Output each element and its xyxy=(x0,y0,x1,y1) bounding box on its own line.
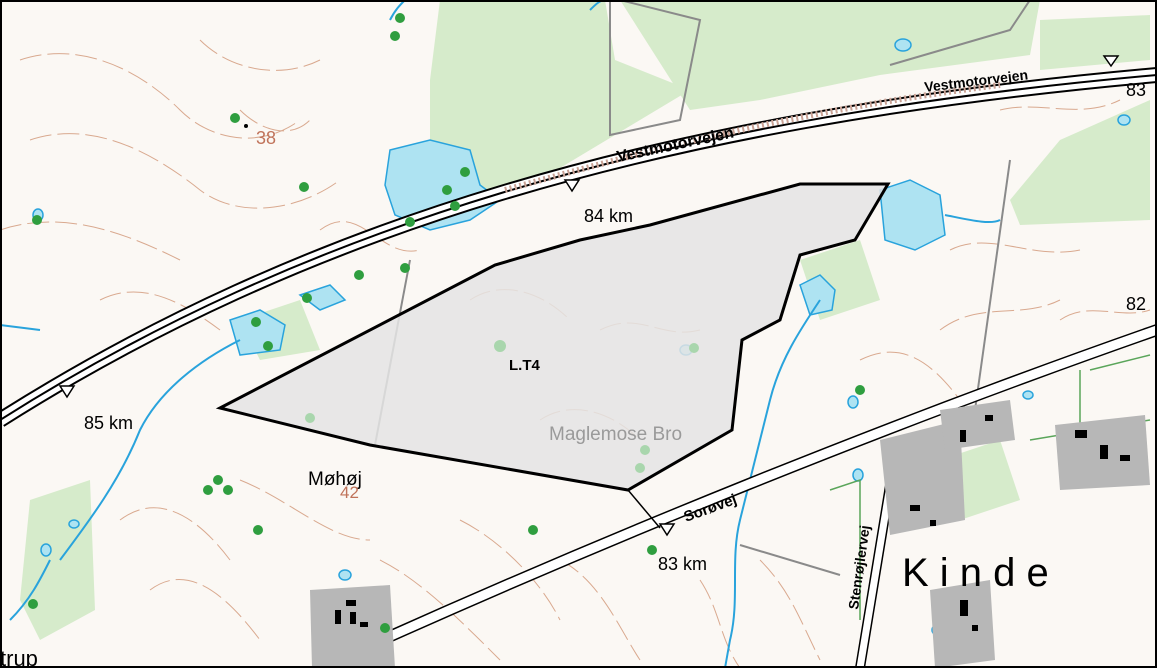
forest-areas xyxy=(20,0,1150,640)
water-areas xyxy=(32,38,1131,637)
km-label-83: 83 km xyxy=(658,554,707,574)
elevation-label-42: 42 xyxy=(340,483,359,502)
house-marks xyxy=(335,415,1130,631)
motorway xyxy=(0,67,1157,427)
km-label-85: 85 km xyxy=(84,413,133,433)
place-label-trup: trup xyxy=(0,646,38,668)
elevation-label-83: 83 xyxy=(1126,80,1146,100)
km-label-84: 84 km xyxy=(584,206,633,226)
area-l-t4-polygon[interactable] xyxy=(215,182,891,492)
area-label-l-t4: L.T4 xyxy=(509,357,540,374)
tree-dots xyxy=(28,13,865,633)
faded-tree-dots xyxy=(305,340,699,473)
place-label-mohoj: Møhøj xyxy=(308,469,362,490)
place-label-maglemose-bro: Maglemose Bro xyxy=(549,424,682,445)
sorovej-road xyxy=(317,324,1157,668)
streams xyxy=(0,0,1001,668)
elevation-label-82: 82 xyxy=(1126,294,1146,314)
elevation-label-38: 38 xyxy=(256,128,276,148)
place-label-kinde: K i n d e xyxy=(902,551,1049,595)
area-connector-line xyxy=(627,489,661,529)
km-marker-triangles xyxy=(58,55,1120,537)
elevation-point-marker xyxy=(244,124,248,128)
